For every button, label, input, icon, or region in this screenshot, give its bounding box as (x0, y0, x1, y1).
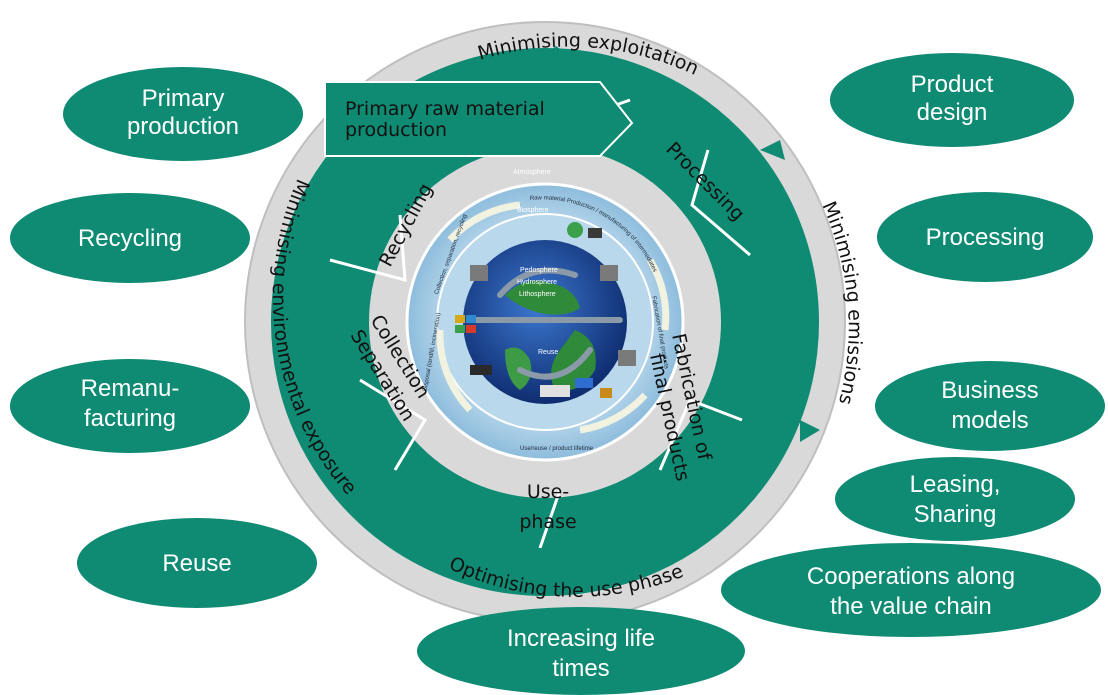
pedosphere-label: Pedosphere (520, 267, 558, 274)
oval-primary-production-line1: Primary (142, 85, 225, 112)
arrow-left-upper (300, 218, 318, 240)
oval-increasing-life-times (417, 607, 745, 695)
oval-processing-line1: Processing (926, 224, 1045, 251)
oval-remanufacturing-line1: Remanu- (81, 375, 180, 402)
oval-product-design-line2: design (917, 99, 988, 126)
primary-raw-banner (324, 81, 634, 157)
stage-primary-raw-line1: Primary raw material (345, 98, 545, 120)
oval-product-design-line1: Product (911, 71, 994, 98)
inner-arrows (467, 267, 623, 380)
arrow-upper-right (760, 140, 785, 160)
arrow-left-lower (300, 368, 318, 392)
arrow-bottom (530, 548, 565, 578)
oval-remanufacturing-line2: facturing (84, 405, 176, 432)
oval-business-models-line1: Business (941, 377, 1038, 404)
arrow-right (800, 420, 820, 442)
industry-icons (455, 222, 636, 398)
oval-primary-production (63, 67, 303, 161)
oval-remanufacturing (10, 359, 250, 453)
atmosphere-label: Atmosphere (513, 169, 551, 176)
biosphere-label: Biosphere (517, 207, 549, 214)
oval-reuse-line1: Reuse (162, 550, 231, 577)
stage-primary-raw-line2: production (345, 119, 447, 141)
oval-business-models-line2: models (951, 407, 1028, 434)
oval-cooperations-line2: the value chain (830, 593, 991, 620)
oval-business-models (875, 361, 1105, 451)
oval-cooperations-line1: Cooperations along (807, 563, 1015, 590)
stage-use-line2: phase (519, 511, 576, 533)
oval-leasing-sharing-line2: Sharing (914, 501, 997, 528)
arrow-top (534, 46, 578, 78)
hydrosphere-label: Hydrosphere (517, 279, 557, 286)
use-arc-label: Use/reuse / product lifetime (520, 446, 594, 452)
oval-reuse (77, 518, 317, 608)
oval-increasing-life-line1: Increasing life (507, 625, 655, 652)
oval-processing (877, 192, 1093, 282)
oval-leasing-sharing-line1: Leasing, (910, 471, 1001, 498)
lithosphere-label: Lithosphere (519, 291, 556, 298)
oval-recycling-line1: Recycling (78, 225, 182, 252)
oval-leasing-sharing (835, 457, 1075, 541)
biosphere-cycle-arrows (436, 201, 670, 434)
land-north (505, 280, 580, 315)
oval-primary-production-line2: production (127, 113, 239, 140)
inner-reuse-label: Reuse (538, 349, 558, 356)
oval-recycling (10, 193, 250, 283)
stage-use-line1: Use- (527, 481, 569, 503)
oval-cooperations (721, 543, 1101, 637)
oval-product-design (830, 53, 1074, 147)
oval-increasing-life-line2: times (552, 655, 609, 682)
